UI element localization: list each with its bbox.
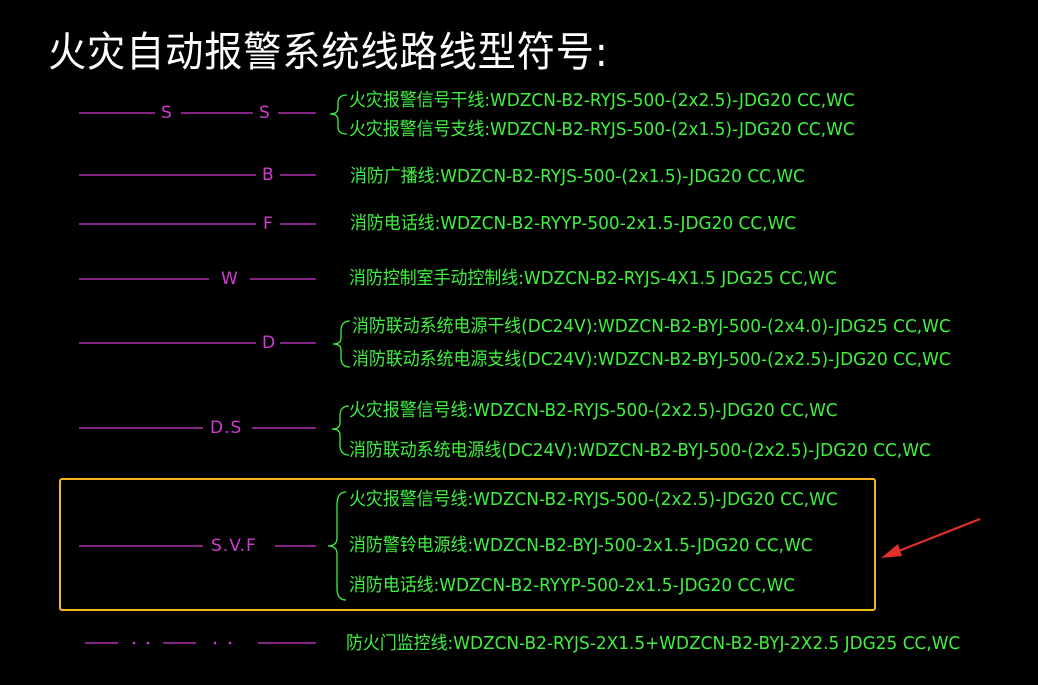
line-description: 消防电话线:WDZCN-B2-RYYP-500-2x1.5-JDG20 CC,W… <box>350 213 797 234</box>
line-description: 消防联动系统电源线(DC24V):WDZCN-B2-BYJ-500-(2x2.5… <box>349 440 931 461</box>
line-description: 消防广播线:WDZCN-B2-RYJS-500-(2x1.5)-JDG20 CC… <box>350 166 805 187</box>
dot-mark <box>228 641 232 645</box>
line-description: 消防联动系统电源干线(DC24V):WDZCN-B2-BYJ-500-(2x4.… <box>352 316 951 337</box>
line-description: 火灾报警信号线:WDZCN-B2-RYJS-500-(2x2.5)-JDG20 … <box>349 489 838 510</box>
line-label-b: B <box>262 165 275 185</box>
line-description: 火灾报警信号干线:WDZCN-B2-RYJS-500-(2x2.5)-JDG20… <box>349 90 855 111</box>
line-description: 消防控制室手动控制线:WDZCN-B2-RYJS-4X1.5 JDG25 CC,… <box>349 268 837 289</box>
line-label-svf: S.V.F <box>211 536 257 556</box>
line-label-d: D <box>262 333 277 353</box>
brace <box>332 320 351 368</box>
brace <box>331 405 350 456</box>
diagram-title: 火灾自动报警系统线路线型符号: <box>48 28 609 76</box>
line-label-w: W <box>221 269 239 289</box>
dot-mark <box>213 641 217 645</box>
line-label-s: S <box>161 103 173 123</box>
dot-mark <box>146 641 150 645</box>
dot-mark <box>132 641 136 645</box>
line-description: 火灾报警信号线:WDZCN-B2-RYJS-500-(2x2.5)-JDG20 … <box>349 400 838 421</box>
brace <box>327 491 347 601</box>
line-description: 消防警铃电源线:WDZCN-B2-BYJ-500-2x1.5-JDG20 CC,… <box>349 535 813 556</box>
line-label-s: S <box>259 103 271 123</box>
line-description: 火灾报警信号支线:WDZCN-B2-RYJS-500-(2x1.5)-JDG20… <box>349 119 855 140</box>
line-label-ds: D.S <box>210 418 243 438</box>
brace <box>329 94 348 135</box>
highlight-box <box>59 478 876 611</box>
arrow-line <box>895 517 981 554</box>
line-description: 防火门监控线:WDZCN-B2-RYJS-2X1.5+WDZCN-B2-BYJ-… <box>346 633 961 654</box>
line-description: 消防联动系统电源支线(DC24V):WDZCN-B2-BYJ-500-(2x2.… <box>352 349 951 370</box>
arrow-head <box>881 544 902 558</box>
line-label-f: F <box>263 214 274 234</box>
line-description: 消防电话线:WDZCN-B2-RYYP-500-2x1.5-JDG20 CC,W… <box>349 575 796 596</box>
